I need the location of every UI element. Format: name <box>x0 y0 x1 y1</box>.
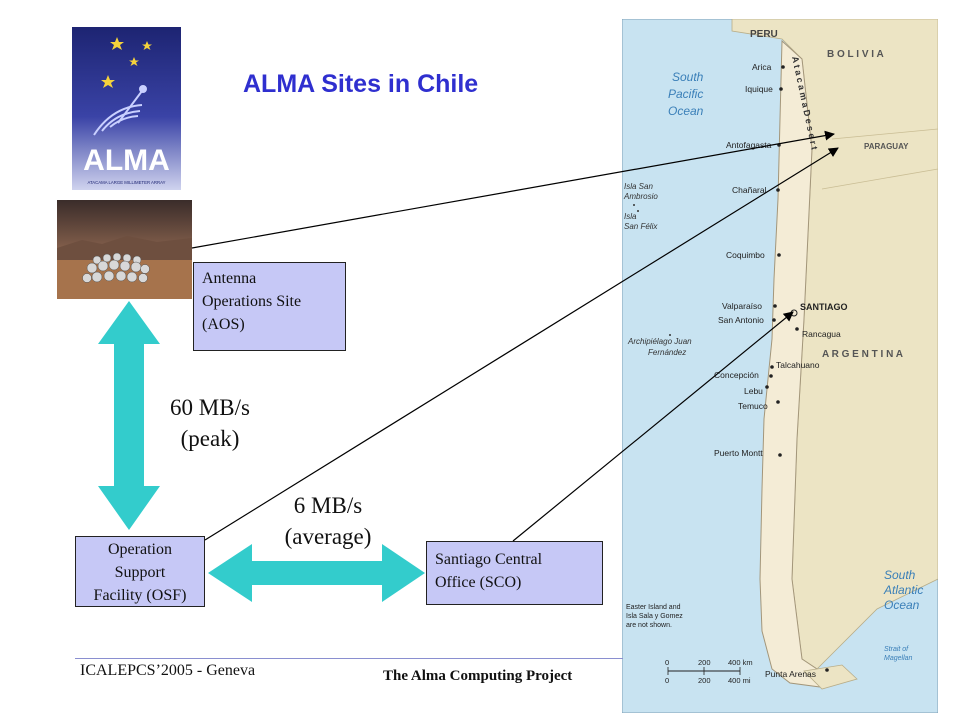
ocean-label-atlantic-2: Atlantic <box>883 583 923 597</box>
city-talcahuano: Talcahuano <box>776 360 820 370</box>
city-iquique: Iquique <box>745 84 773 94</box>
osf-line-1: Operation <box>108 541 172 558</box>
logo-tagline: ATACAMA LARGE MILLIMETER ARRAY <box>87 180 165 185</box>
city-lebu: Lebu <box>744 386 763 396</box>
island-ambrosio-2: Ambrosio <box>623 192 658 201</box>
star-icon <box>101 37 152 88</box>
aos-line-1: Antenna <box>202 270 257 287</box>
city-arica: Arica <box>752 62 772 72</box>
map-note-line-2: Isla Sala y Gomez <box>626 613 683 620</box>
city-antofagasta: Antofagasta <box>726 140 772 150</box>
scale-mi-200: 200 <box>698 676 711 685</box>
scale-km-200: 200 <box>698 658 711 667</box>
footer-project: The Alma Computing Project <box>383 668 573 684</box>
island-ambrosio-1: Isla San <box>624 182 653 191</box>
island-felix-1: Isla <box>624 212 637 221</box>
osf-sco-double-arrow <box>208 544 425 602</box>
aos-osf-rate-label: 60 MB/s (peak) <box>150 392 270 454</box>
osf-sco-rate-note: (average) <box>284 524 372 549</box>
city-san-antonio: San Antonio <box>718 315 764 325</box>
city-puerto-montt: Puerto Montt <box>714 448 763 458</box>
scale-mi-0: 0 <box>665 676 669 685</box>
ocean-label-pacific-1: South <box>672 70 704 84</box>
map-note-line-3: are not shown. <box>626 622 672 629</box>
ocean-label-pacific-2: Pacific <box>668 87 703 101</box>
scale-km-0: 0 <box>665 658 669 667</box>
city-chanaral: Chañaral <box>732 185 767 195</box>
chile-map: PERU B O L I V I A PARAGUAY A R G E N T … <box>622 19 938 713</box>
scale-km-400: 400 km <box>728 658 753 667</box>
aos-osf-rate: 60 MB/s <box>170 395 250 420</box>
ocean-label-atlantic-1: South <box>884 568 916 582</box>
aos-line-3: (AOS) <box>202 316 245 333</box>
ocean-label-atlantic-3: Ocean <box>884 598 920 612</box>
osf-sco-rate-label: 6 MB/s (average) <box>268 490 388 552</box>
island-felix-2: San Félix <box>624 222 658 231</box>
aos-line-2: Operations Site <box>202 293 302 310</box>
logo-wordmark: ALMA <box>83 144 170 177</box>
ocean-label-pacific-3: Ocean <box>668 104 704 118</box>
sco-line-1: Santiago Central <box>435 551 543 568</box>
city-valparaiso: Valparaíso <box>722 301 762 311</box>
alma-logo: ALMA ATACAMA LARGE MILLIMETER ARRAY <box>72 27 181 190</box>
country-label-paraguay: PARAGUAY <box>864 142 909 151</box>
map-scale-bar: 0 200 400 km 0 200 400 mi <box>665 658 753 685</box>
city-punta-arenas: Punta Arenas <box>765 669 816 679</box>
city-temuco: Temuco <box>738 401 768 411</box>
city-concepcion: Concepción <box>714 370 759 380</box>
slide-title: ALMA Sites in Chile <box>243 70 479 98</box>
antenna-array-photo <box>57 200 192 299</box>
island-juan-fernandez-2: Fernández <box>648 348 686 357</box>
sco-site-box: Santiago Central Office (SCO) <box>426 541 603 605</box>
island-juan-fernandez-1: Archipiélago Juan <box>627 337 692 346</box>
osf-line-3: Facility (OSF) <box>93 587 187 604</box>
city-rancagua: Rancagua <box>802 329 841 339</box>
strait-label-1: Strait of <box>884 646 909 653</box>
osf-site-box: Operation Support Facility (OSF) <box>75 536 205 607</box>
sco-line-2: Office (SCO) <box>435 574 522 591</box>
city-santiago: SANTIAGO <box>800 302 848 312</box>
country-label-argentina: A R G E N T I N A <box>822 349 903 360</box>
country-label-bolivia: B O L I V I A <box>827 49 884 60</box>
footer-divider <box>75 658 623 659</box>
country-label-peru: PERU <box>750 29 778 40</box>
city-coquimbo: Coquimbo <box>726 250 765 260</box>
scale-mi-400: 400 mi <box>728 676 751 685</box>
footer-conference: ICALEPCS’2005 - Geneva <box>80 662 256 679</box>
map-note-line-1: Easter Island and <box>626 604 681 611</box>
aos-osf-rate-note: (peak) <box>180 426 240 451</box>
dish-icon <box>93 85 147 136</box>
osf-sco-rate: 6 MB/s <box>293 493 363 518</box>
strait-label-2: Magellan <box>884 655 913 662</box>
aos-site-box: Antenna Operations Site (AOS) <box>193 262 346 351</box>
osf-line-2: Support <box>114 564 166 581</box>
